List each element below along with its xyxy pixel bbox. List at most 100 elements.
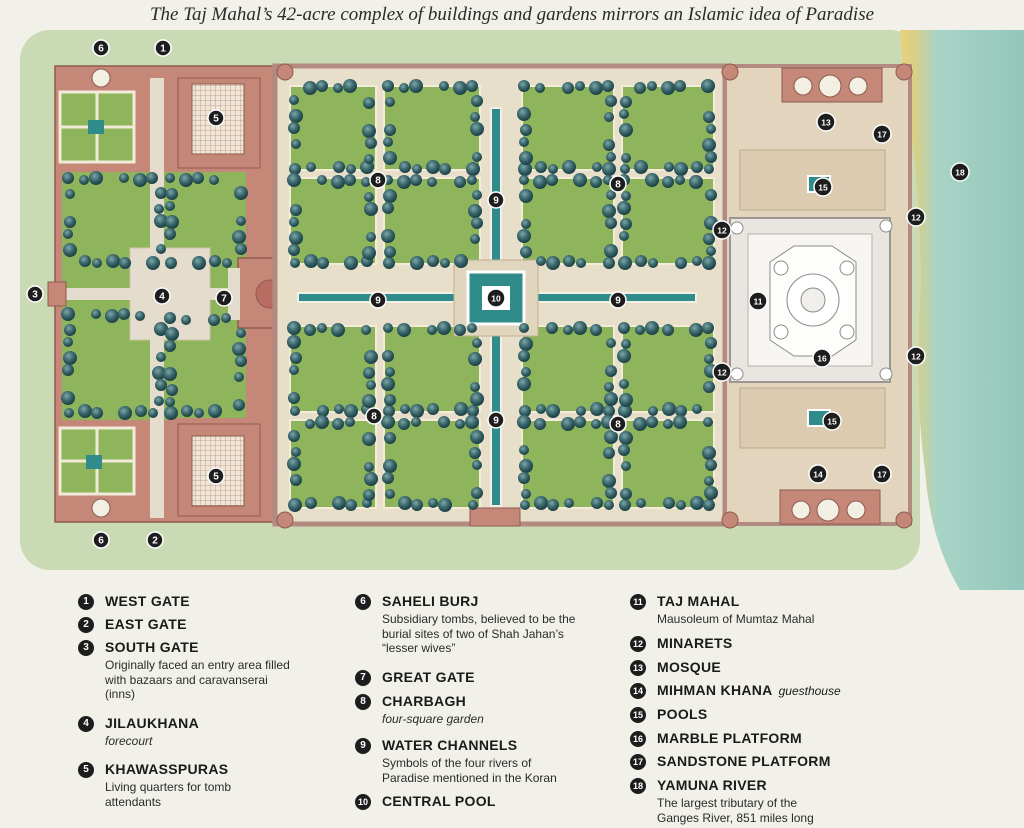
tree (619, 431, 633, 445)
tree (166, 188, 178, 200)
tree (64, 324, 76, 336)
legend-title: MINARETS (657, 635, 733, 651)
tree (562, 82, 574, 94)
tree (663, 419, 673, 429)
tree (470, 430, 484, 444)
tree (454, 176, 466, 188)
svg-text:12: 12 (717, 368, 727, 378)
legend-title: SANDSTONE PLATFORM (657, 753, 831, 769)
tree (364, 472, 378, 486)
legend-title: MOSQUE (657, 659, 722, 675)
tree (164, 312, 176, 324)
tree (620, 218, 632, 230)
tree (381, 377, 395, 391)
svg-text:16: 16 (817, 354, 827, 364)
legend-title: SOUTH GATE (105, 639, 199, 655)
tree (192, 256, 206, 270)
tree (519, 137, 529, 147)
tree (221, 313, 231, 323)
tree (591, 497, 603, 509)
tree (156, 244, 166, 254)
tree (705, 337, 717, 349)
tree (702, 256, 716, 270)
tree (333, 161, 345, 173)
map-marker: 11 (748, 291, 768, 311)
map-marker: 16 (812, 348, 832, 368)
tree (165, 201, 175, 211)
legend-number: 8 (355, 694, 371, 710)
tree (62, 172, 74, 184)
legend-title: GREAT GATE (382, 669, 475, 685)
tree (438, 416, 450, 428)
svg-text:15: 15 (827, 417, 837, 427)
tree (383, 459, 397, 473)
tree (705, 189, 717, 201)
tree (469, 447, 481, 459)
tree (591, 419, 601, 429)
tree (316, 80, 328, 92)
tree (236, 216, 246, 226)
tree (363, 97, 375, 109)
tree (305, 419, 315, 429)
tree (471, 487, 483, 499)
map-marker: 3 (26, 285, 44, 303)
legend-number: 2 (78, 617, 94, 633)
tree (397, 175, 411, 189)
tree (619, 109, 629, 119)
tree (521, 489, 531, 499)
tree (590, 324, 602, 336)
tree (181, 315, 191, 325)
map-marker: 9 (369, 291, 387, 309)
tree (364, 350, 378, 364)
tree (647, 81, 657, 91)
tree (427, 325, 437, 335)
tree (703, 111, 715, 123)
tree (135, 311, 145, 321)
tree (606, 338, 616, 348)
map-marker: 15 (822, 411, 842, 431)
tree (604, 382, 614, 392)
tree (152, 366, 166, 380)
tree (703, 417, 713, 427)
svg-text:8: 8 (615, 420, 621, 431)
map-marker: 1 (154, 39, 172, 57)
tree (472, 190, 482, 200)
tree (317, 405, 329, 417)
tree (517, 229, 531, 243)
tree (427, 403, 439, 415)
tree (291, 447, 301, 457)
map-marker: 4 (153, 287, 171, 305)
legend-description: Living quarters for tomb attendants (105, 780, 232, 809)
tree (381, 229, 395, 243)
tree (119, 173, 129, 183)
tree (287, 335, 301, 349)
tree (603, 257, 615, 269)
legend-number: 12 (630, 636, 646, 652)
tree (236, 328, 246, 338)
tree (366, 380, 376, 390)
tree (383, 189, 397, 203)
tree (179, 173, 193, 187)
tree (65, 189, 75, 199)
tree (604, 392, 618, 406)
tree (548, 164, 558, 174)
tree (165, 173, 175, 183)
legend-description: forecourt (105, 734, 153, 748)
tree (620, 164, 630, 174)
tree (410, 256, 424, 270)
svg-text:14: 14 (813, 470, 823, 480)
tree (287, 457, 301, 471)
tree (618, 444, 630, 456)
tree (519, 189, 533, 203)
tree (662, 324, 674, 336)
tree (409, 79, 423, 93)
tree (234, 372, 244, 382)
tree (63, 337, 73, 347)
map-marker: 17 (872, 464, 892, 484)
svg-text:1: 1 (160, 44, 166, 55)
tree (412, 164, 422, 174)
tree (332, 418, 344, 430)
tree (208, 404, 222, 418)
tree (520, 124, 532, 136)
tree (135, 405, 147, 417)
